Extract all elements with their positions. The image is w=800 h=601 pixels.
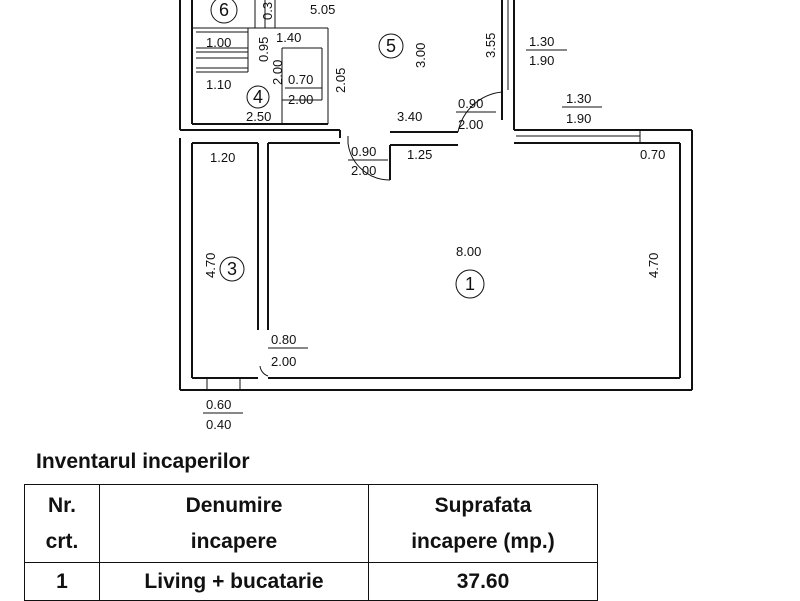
header-nr: Nr. crt. [24, 484, 100, 563]
dimension-label: 3.40 [397, 109, 422, 124]
walls [179, 0, 693, 391]
dimension-label: 1.00 [206, 35, 231, 50]
header-name-line2: incapere [190, 529, 278, 553]
dimension-label: 2.00 [270, 60, 285, 85]
dimension-label: 0.40 [206, 417, 231, 432]
cell-nr: 1 [24, 562, 100, 601]
room-number-5: 5 [386, 36, 396, 56]
dimension-label: 2.50 [246, 109, 271, 124]
header-area: Suprafata incapere (mp.) [368, 484, 598, 563]
dimension-label: 1.40 [276, 30, 301, 45]
header-name-line1: Denumire [185, 493, 283, 517]
room-number-4: 4 [253, 87, 263, 107]
dimension-label: 0.90 [458, 96, 483, 111]
floor-plan: 6 5 4 3 1 5.05 0.3 1.00 0.95 1.40 3.55 1… [179, 0, 693, 432]
room-numbers: 6 5 4 3 1 [210, 0, 485, 299]
dimension-label: 1.30 [529, 34, 554, 49]
dimension-label: 1.25 [407, 147, 432, 162]
dimension-label: 4.70 [203, 253, 218, 278]
header-nr-line1: Nr. [47, 493, 76, 517]
dimension-label: 1.30 [566, 91, 591, 106]
header-area-line2: incapere (mp.) [411, 529, 555, 553]
table-header-row: Nr. crt. Denumire incapere Suprafata inc… [24, 484, 598, 563]
dimension-label: 0.70 [640, 147, 665, 162]
room-number-1: 1 [465, 274, 475, 294]
dimension-label: 2.00 [288, 92, 313, 107]
table-row: 1 Living + bucatarie 37.60 [24, 562, 598, 601]
dimension-label: 2.00 [351, 163, 376, 178]
dimension-label: 8.00 [456, 244, 481, 259]
dimension-label: 0.80 [271, 332, 296, 347]
header-area-line1: Suprafata [434, 493, 532, 517]
cell-area: 37.60 [368, 562, 598, 601]
dimension-label: 3.00 [413, 43, 428, 68]
room-number-6: 6 [219, 0, 229, 20]
dimension-label: 0.95 [256, 37, 271, 62]
dimension-label: 0.3 [260, 2, 275, 20]
doors [259, 91, 503, 377]
dimension-label: 1.90 [529, 53, 554, 68]
dimension-label: 0.70 [288, 72, 313, 87]
dimension-label: 5.05 [310, 2, 335, 17]
header-nr-line2: crt. [45, 529, 79, 553]
dimension-label: 1.10 [206, 77, 231, 92]
dimension-label: 0.90 [351, 144, 376, 159]
header-name: Denumire incapere [99, 484, 369, 563]
dimension-label: 2.05 [333, 68, 348, 93]
dimension-label: 4.70 [646, 253, 661, 278]
dimension-label: 1.90 [566, 111, 591, 126]
dimension-label: 1.20 [210, 150, 235, 165]
dimension-label: 3.55 [483, 33, 498, 58]
dimension-label: 2.00 [458, 117, 483, 132]
dimension-label: 2.00 [271, 354, 296, 369]
dimension-label: 0.60 [206, 397, 231, 412]
room-number-3: 3 [227, 259, 237, 279]
cell-name: Living + bucatarie [99, 562, 369, 601]
dimension-labels: 5.05 0.3 1.00 0.95 1.40 3.55 1.30 1.90 3… [203, 2, 665, 432]
inventory-title: Inventarul incaperilor [36, 450, 250, 473]
inventory-table: Nr. crt. Denumire incapere Suprafata inc… [24, 484, 598, 601]
